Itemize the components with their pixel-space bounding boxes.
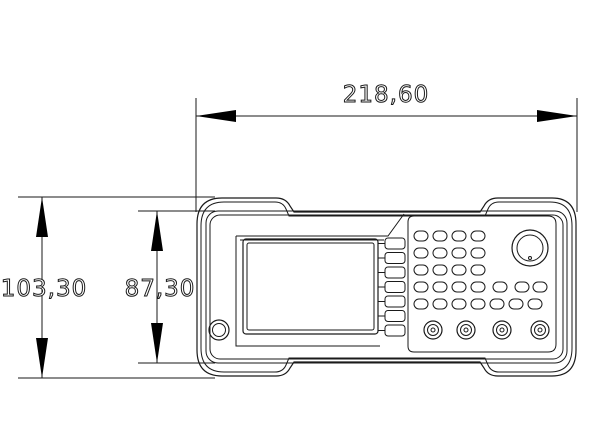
body-height-dimension: 87,30 <box>124 210 215 364</box>
keypad-key-16[interactable] <box>470 281 486 293</box>
keypad-key-12[interactable] <box>470 264 486 276</box>
keypad-key-19[interactable] <box>532 281 548 293</box>
display-screen <box>242 238 379 335</box>
body-height-arrow-bottom <box>151 323 163 363</box>
keypad-key-2[interactable] <box>432 230 448 242</box>
softkey-7[interactable] <box>378 324 406 337</box>
width-dimension-label: 218,60 <box>343 82 429 108</box>
keypad-key-22[interactable] <box>451 298 467 310</box>
keypad-key-6[interactable] <box>432 247 448 259</box>
keypad-key-14[interactable] <box>432 281 448 293</box>
softkey-1[interactable] <box>378 237 406 250</box>
total-height-dimension: 103,30 <box>0 196 215 379</box>
bnc-connector-1[interactable] <box>423 320 443 340</box>
softkey-2[interactable] <box>378 252 406 264</box>
softkey-4[interactable] <box>378 281 406 293</box>
body-height-dimension-label: 87,30 <box>125 276 196 302</box>
keypad-key-26[interactable] <box>527 298 543 310</box>
keypad-key-10[interactable] <box>432 264 448 276</box>
keypad-key-13[interactable] <box>413 281 429 293</box>
bnc-connector-3[interactable] <box>492 320 512 340</box>
keypad-key-1[interactable] <box>413 230 429 242</box>
rotary-knob[interactable] <box>511 229 549 267</box>
keypad-key-24[interactable] <box>489 298 505 310</box>
total-height-dimension-label: 103,30 <box>1 276 87 302</box>
keypad-key-5[interactable] <box>413 247 429 259</box>
keypad <box>413 230 548 310</box>
softkey-6[interactable] <box>378 310 406 322</box>
keypad-key-21[interactable] <box>432 298 448 310</box>
keypad-key-8[interactable] <box>470 247 486 259</box>
width-arrow-left <box>196 110 236 122</box>
keypad-key-15[interactable] <box>451 281 467 293</box>
width-dimension: 218,60 <box>195 82 578 212</box>
keypad-key-4[interactable] <box>470 230 486 242</box>
keypad-key-23[interactable] <box>470 298 486 310</box>
width-arrow-right <box>537 110 577 122</box>
total-height-arrow-top <box>36 197 48 237</box>
body-height-arrow-top <box>151 211 163 251</box>
keypad-key-9[interactable] <box>413 264 429 276</box>
device-front-panel <box>196 197 577 377</box>
outer-bumper <box>196 197 577 377</box>
softkey-column <box>378 237 406 337</box>
softkey-5[interactable] <box>378 295 406 308</box>
keypad-key-25[interactable] <box>508 298 524 310</box>
keypad-key-17[interactable] <box>492 281 508 293</box>
softkey-3[interactable] <box>378 266 406 279</box>
keypad-key-7[interactable] <box>451 247 467 259</box>
keypad-key-11[interactable] <box>451 264 467 276</box>
power-button[interactable] <box>208 319 230 341</box>
keypad-key-3[interactable] <box>451 230 467 242</box>
bnc-connector-row <box>423 320 550 340</box>
keypad-key-18[interactable] <box>514 281 530 293</box>
keypad-area <box>407 215 557 353</box>
bnc-connector-2[interactable] <box>456 320 476 340</box>
total-height-arrow-bottom <box>36 338 48 378</box>
keypad-key-20[interactable] <box>413 298 429 310</box>
display-bezel <box>235 213 405 347</box>
inner-panel <box>205 210 568 364</box>
bnc-connector-4[interactable] <box>530 320 550 340</box>
